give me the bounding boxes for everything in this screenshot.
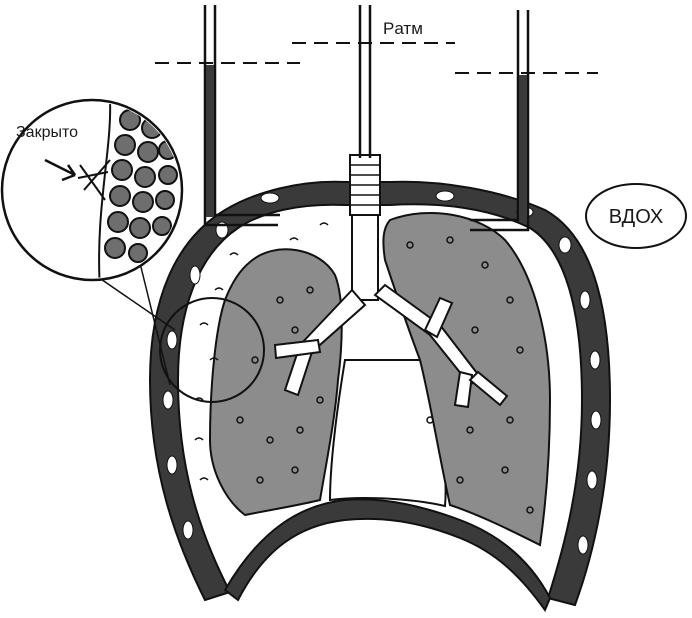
closed-label: Закрыто bbox=[16, 124, 78, 141]
alveolus bbox=[114, 134, 136, 156]
pleural-mark bbox=[199, 322, 209, 326]
alveolus-dot bbox=[406, 241, 414, 249]
alveolus-dot bbox=[466, 426, 474, 434]
alveolus bbox=[111, 159, 133, 181]
diaphragm bbox=[223, 498, 552, 613]
magnifier-connector bbox=[137, 254, 171, 386]
alveolus-dot bbox=[266, 436, 274, 444]
alveolus-dot bbox=[516, 346, 524, 354]
alveolus-dot bbox=[506, 416, 514, 424]
alveolus-dot bbox=[481, 261, 489, 269]
alveolus-dot bbox=[316, 396, 324, 404]
phase-label: ВДОХ bbox=[609, 206, 663, 228]
pleural-mark bbox=[199, 477, 209, 481]
alveolus bbox=[107, 211, 129, 233]
rib-mark bbox=[577, 535, 589, 555]
pleural-mark bbox=[209, 357, 219, 361]
alveolus-dot bbox=[296, 426, 304, 434]
pressure-level-lines bbox=[155, 42, 598, 74]
zoom-region-circle bbox=[159, 297, 265, 403]
rib-mark bbox=[182, 520, 194, 540]
left-lung bbox=[208, 248, 343, 517]
manometer-right-inner bbox=[470, 10, 530, 232]
alveolus bbox=[137, 141, 159, 163]
alveolus bbox=[141, 117, 163, 139]
alveolus-dot bbox=[251, 356, 259, 364]
magnifier-connector bbox=[94, 274, 176, 331]
rib-mark bbox=[586, 470, 598, 490]
alveolus bbox=[104, 237, 126, 259]
alveolus-dot bbox=[276, 296, 284, 304]
pleural-mark bbox=[194, 437, 204, 441]
alveolus bbox=[152, 216, 172, 236]
alveolus bbox=[155, 190, 175, 210]
manometer-right-outer bbox=[470, 10, 520, 222]
trachea-bronchi bbox=[273, 154, 509, 409]
alveolus bbox=[109, 185, 131, 207]
alveolus-dot bbox=[426, 416, 434, 424]
rib-mark bbox=[590, 410, 602, 430]
chest-wall-outer bbox=[148, 180, 612, 607]
lung-alveoli-dots bbox=[236, 236, 534, 514]
alveolus bbox=[128, 243, 148, 263]
pleural-mark bbox=[214, 287, 224, 291]
rib-mark bbox=[558, 236, 572, 254]
main-bronchus bbox=[351, 214, 379, 301]
pleural-space-marks bbox=[194, 222, 329, 481]
manometer-left bbox=[203, 5, 280, 227]
left-bronchiole bbox=[273, 338, 322, 360]
manometer-right bbox=[470, 10, 530, 232]
manometer-right-fluid bbox=[519, 75, 527, 222]
alveolus-dot bbox=[471, 326, 479, 334]
manometer-center bbox=[358, 5, 372, 158]
alveolus-dot bbox=[236, 416, 244, 424]
alveolus-dot bbox=[256, 476, 264, 484]
alveolus-dot bbox=[456, 476, 464, 484]
rib-mark bbox=[435, 190, 455, 202]
manometer-left-outer bbox=[203, 5, 278, 227]
atm-pressure-label: Pатм bbox=[383, 19, 423, 38]
phase-badge bbox=[585, 183, 687, 249]
right-bronchiole-tip bbox=[468, 370, 509, 407]
rib-mark bbox=[166, 455, 178, 475]
pleural-mark bbox=[319, 222, 329, 226]
pleural-mark bbox=[289, 237, 299, 241]
right-bronchiole-upper bbox=[423, 296, 454, 339]
alveolus-dot bbox=[291, 326, 299, 334]
alveolus-dot bbox=[526, 506, 534, 514]
alveolus-dot bbox=[306, 286, 314, 294]
alveolus-dot bbox=[501, 466, 509, 474]
closed-arrow-icon bbox=[44, 158, 77, 182]
rib-mark bbox=[189, 265, 201, 285]
rib-mark bbox=[166, 330, 178, 350]
rib-mark bbox=[579, 290, 591, 310]
alveolus bbox=[132, 191, 154, 213]
rib-mark bbox=[162, 390, 174, 410]
magnifier-inset bbox=[0, 98, 265, 403]
manometer-left-inner bbox=[213, 5, 280, 217]
alveolus-dot bbox=[506, 296, 514, 304]
trachea-rings bbox=[350, 164, 380, 206]
rib-mark bbox=[589, 350, 601, 370]
alveolus-dot bbox=[446, 236, 454, 244]
manometer-left-fluid bbox=[206, 65, 214, 217]
rib-mark bbox=[260, 192, 280, 204]
alveolus bbox=[158, 165, 178, 185]
closed-valve-mark bbox=[77, 159, 111, 201]
alveolus bbox=[134, 166, 156, 188]
right-bronchiole-lower bbox=[453, 370, 474, 409]
alveolus bbox=[129, 217, 151, 239]
pleural-mark bbox=[229, 252, 239, 256]
alveolus-dot bbox=[291, 466, 299, 474]
